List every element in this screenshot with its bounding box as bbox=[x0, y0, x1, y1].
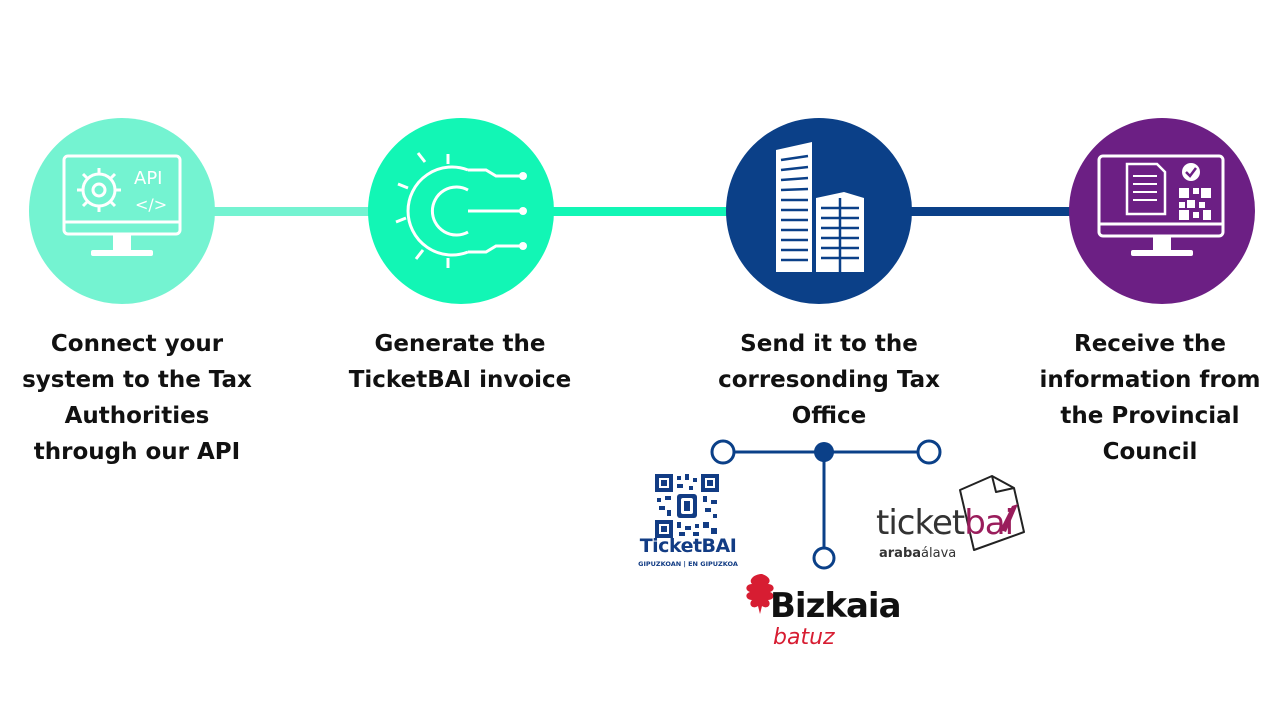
connector-1-2 bbox=[210, 207, 385, 216]
code-text: </> bbox=[135, 195, 167, 214]
step-1-label: Connect your system to the Tax Authoriti… bbox=[7, 326, 267, 470]
step-2-label: Generate the TicketBAI invoice bbox=[330, 326, 590, 398]
ticketbai-document-icon bbox=[959, 475, 1025, 551]
step-2-label-line: Generate the bbox=[374, 331, 546, 357]
step-3-label-line: Send it to the bbox=[740, 331, 918, 357]
araba-logo-wordmark: ticketbai bbox=[876, 503, 1014, 543]
bizkaia-logo-title: Bizkaia bbox=[770, 586, 902, 626]
monitor-document-qr-icon bbox=[1097, 154, 1225, 256]
step-1-label-line: system to the Tax bbox=[22, 367, 252, 393]
araba-logo-word-a: ticket bbox=[876, 503, 965, 543]
office-buildings-icon bbox=[776, 142, 864, 272]
step-1-label-line: Connect your bbox=[50, 331, 224, 357]
araba-logo-sub-b: álava bbox=[921, 546, 957, 561]
step-3-label-line: corresonding Tax bbox=[718, 367, 940, 393]
connector-3-4 bbox=[905, 207, 1085, 216]
step-4-label-line: Receive the bbox=[1074, 331, 1226, 357]
araba-logo-subtitle: arabaálava bbox=[879, 546, 956, 561]
step-2-circle bbox=[368, 118, 554, 304]
step-1-circle: API </> bbox=[29, 118, 215, 304]
step-3-label-line: Office bbox=[791, 403, 867, 429]
step-1-label-line: through our API bbox=[33, 439, 241, 465]
step-2-label-line: TicketBAI invoice bbox=[348, 367, 572, 393]
araba-logo-word-b: bai bbox=[964, 503, 1014, 543]
circuit-gear-icon bbox=[395, 152, 527, 268]
step-4-label-line: Council bbox=[1102, 439, 1198, 465]
bizkaia-oak-leaf-icon bbox=[746, 574, 774, 614]
step-3-circle bbox=[726, 118, 912, 304]
step-4-label-line: information from bbox=[1039, 367, 1261, 393]
gipuzkoa-logo-subtitle: GIPUZKOAN | EN GIPUZKOA bbox=[638, 560, 738, 568]
monitor-gear-api-icon: API </> bbox=[62, 154, 182, 256]
araba-logo-sub-a: araba bbox=[879, 546, 922, 561]
api-text: API bbox=[134, 168, 162, 189]
step-3-label: Send it to the corresonding Tax Office bbox=[699, 326, 959, 434]
connector-2-3 bbox=[545, 207, 735, 216]
step-4-label: Receive the information from the Provinc… bbox=[1020, 326, 1280, 470]
gipuzkoa-qr-icon bbox=[655, 474, 719, 538]
bizkaia-logo-subtitle: batuz bbox=[773, 625, 835, 650]
step-4-label-line: the Provincial bbox=[1060, 403, 1240, 429]
step-4-circle bbox=[1069, 118, 1255, 304]
tax-office-branch-connector bbox=[710, 439, 942, 570]
step-1-label-line: Authorities bbox=[64, 403, 210, 429]
gipuzkoa-logo-title: TicketBAI bbox=[639, 535, 737, 557]
